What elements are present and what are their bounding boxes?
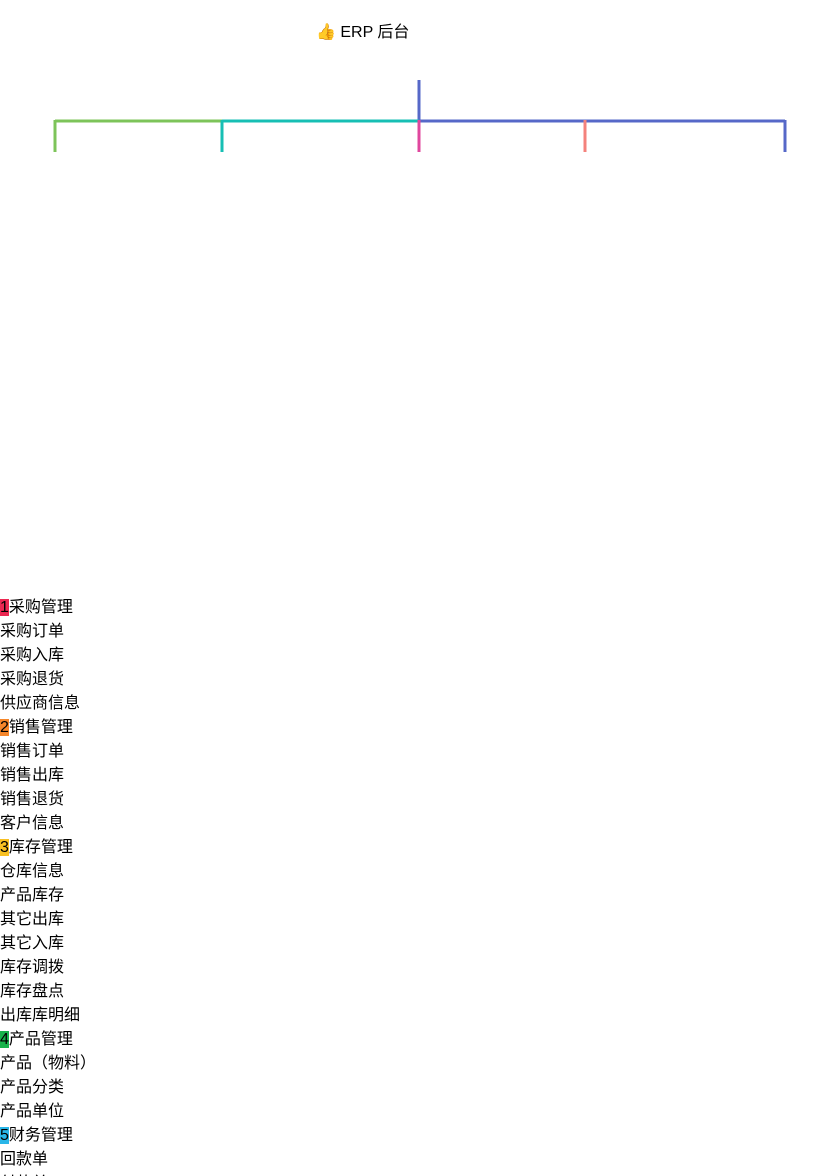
list-item-label: 销售退货 bbox=[0, 791, 65, 808]
list-item[interactable]: 客户信息 bbox=[0, 809, 90, 833]
list-item-label: 其它出库 bbox=[0, 911, 65, 928]
column-col-purchasing: 1采购管理采购订单采购入库采购退货供应商信息 bbox=[0, 593, 839, 713]
list-item[interactable]: 产品（物料） bbox=[0, 1049, 102, 1073]
column-items-col-purchasing: 采购订单采购入库采购退货供应商信息 bbox=[0, 617, 839, 713]
mindmap-canvas: 👍 ERP 后台 1采购管理采购订单采购入库采购退货供应商信息 2销售管理销售订单… bbox=[0, 18, 787, 1176]
column-badge-1: 1 bbox=[0, 599, 9, 616]
list-item[interactable]: 仓库信息 bbox=[0, 857, 92, 881]
column-header-col-inventory[interactable]: 3库存管理 bbox=[0, 833, 839, 857]
column-title-col-finance: 财务管理 bbox=[8, 1127, 73, 1144]
list-item[interactable]: 销售出库 bbox=[0, 761, 90, 785]
thumbs-up-icon: 👍 bbox=[316, 24, 336, 41]
list-item[interactable]: 销售退货 bbox=[0, 785, 90, 809]
column-title-col-sales: 销售管理 bbox=[8, 719, 73, 736]
column-col-inventory: 3库存管理仓库信息产品库存其它出库其它入库库存调拨库存盘点出库库明细 bbox=[0, 833, 839, 1025]
list-item-label: 产品库存 bbox=[0, 887, 65, 904]
list-item[interactable]: 产品单位 bbox=[0, 1097, 102, 1121]
list-item-label: 库存盘点 bbox=[0, 983, 65, 1000]
list-item[interactable]: 付款单 bbox=[0, 1169, 82, 1176]
list-item[interactable]: 库存调拨 bbox=[0, 953, 92, 977]
list-item[interactable]: 其它入库 bbox=[0, 929, 92, 953]
list-item-label: 仓库信息 bbox=[0, 863, 65, 880]
list-item[interactable]: 采购订单 bbox=[0, 617, 90, 641]
list-item-label: 产品单位 bbox=[0, 1103, 65, 1120]
root-title: ERP 后台 bbox=[340, 24, 410, 41]
list-item-label: 付款单 bbox=[0, 1175, 48, 1176]
list-item[interactable]: 出库库明细 bbox=[0, 1001, 92, 1025]
column-items-col-inventory: 仓库信息产品库存其它出库其它入库库存调拨库存盘点出库库明细 bbox=[0, 857, 839, 1025]
column-col-product: 4产品管理产品（物料） 产品分类产品单位 bbox=[0, 1025, 839, 1121]
list-item-label: 库存调拨 bbox=[0, 959, 65, 976]
column-header-col-purchasing[interactable]: 1采购管理 bbox=[0, 593, 839, 617]
column-col-sales: 2销售管理销售订单销售出库销售退货客户信息 bbox=[0, 713, 839, 833]
list-item-label: 销售出库 bbox=[0, 767, 65, 784]
list-item-label: 客户信息 bbox=[0, 815, 65, 832]
column-items-col-finance: 回款单付款单结算账户 bbox=[0, 1145, 839, 1176]
list-item-label: 采购入库 bbox=[0, 647, 65, 664]
list-item[interactable]: 库存盘点 bbox=[0, 977, 92, 1001]
column-badge-3: 3 bbox=[0, 839, 9, 856]
list-item[interactable]: 销售订单 bbox=[0, 737, 90, 761]
list-item[interactable]: 其它出库 bbox=[0, 905, 92, 929]
list-item[interactable]: 回款单 bbox=[0, 1145, 82, 1169]
column-badge-4: 4 bbox=[0, 1031, 9, 1048]
list-item[interactable]: 供应商信息 bbox=[0, 689, 90, 713]
column-header-col-finance[interactable]: 5财务管理 bbox=[0, 1121, 839, 1145]
list-item-label: 出库库明细 bbox=[0, 1007, 81, 1024]
column-items-col-sales: 销售订单销售出库销售退货客户信息 bbox=[0, 737, 839, 833]
list-item-label: 供应商信息 bbox=[0, 695, 81, 712]
column-items-col-product: 产品（物料） 产品分类产品单位 bbox=[0, 1049, 839, 1121]
list-item[interactable]: 产品分类 bbox=[0, 1073, 102, 1097]
column-header-col-product[interactable]: 4产品管理 bbox=[0, 1025, 839, 1049]
column-title-col-product: 产品管理 bbox=[8, 1031, 73, 1048]
list-item-label: 回款单 bbox=[0, 1151, 49, 1168]
column-title-col-purchasing: 采购管理 bbox=[8, 599, 73, 616]
list-item-label: 产品分类 bbox=[0, 1079, 65, 1096]
list-item-label: 销售订单 bbox=[0, 743, 65, 760]
connector-lines bbox=[53, 80, 787, 152]
list-item[interactable]: 采购入库 bbox=[0, 641, 90, 665]
list-item-label: 采购订单 bbox=[0, 623, 65, 640]
list-item-label: 其它入库 bbox=[0, 935, 65, 952]
column-badge-5: 5 bbox=[0, 1127, 9, 1144]
column-header-col-sales[interactable]: 2销售管理 bbox=[0, 713, 839, 737]
column-badge-2: 2 bbox=[0, 719, 9, 736]
list-item[interactable]: 产品库存 bbox=[0, 881, 92, 905]
column-title-col-inventory: 库存管理 bbox=[8, 839, 73, 856]
column-col-finance: 5财务管理回款单付款单结算账户 bbox=[0, 1121, 839, 1176]
root-node[interactable]: 👍 ERP 后台 bbox=[316, 18, 522, 80]
list-item-label: 采购退货 bbox=[0, 671, 65, 688]
list-item-label: 产品（物料） bbox=[0, 1055, 97, 1072]
list-item[interactable]: 采购退货 bbox=[0, 665, 90, 689]
